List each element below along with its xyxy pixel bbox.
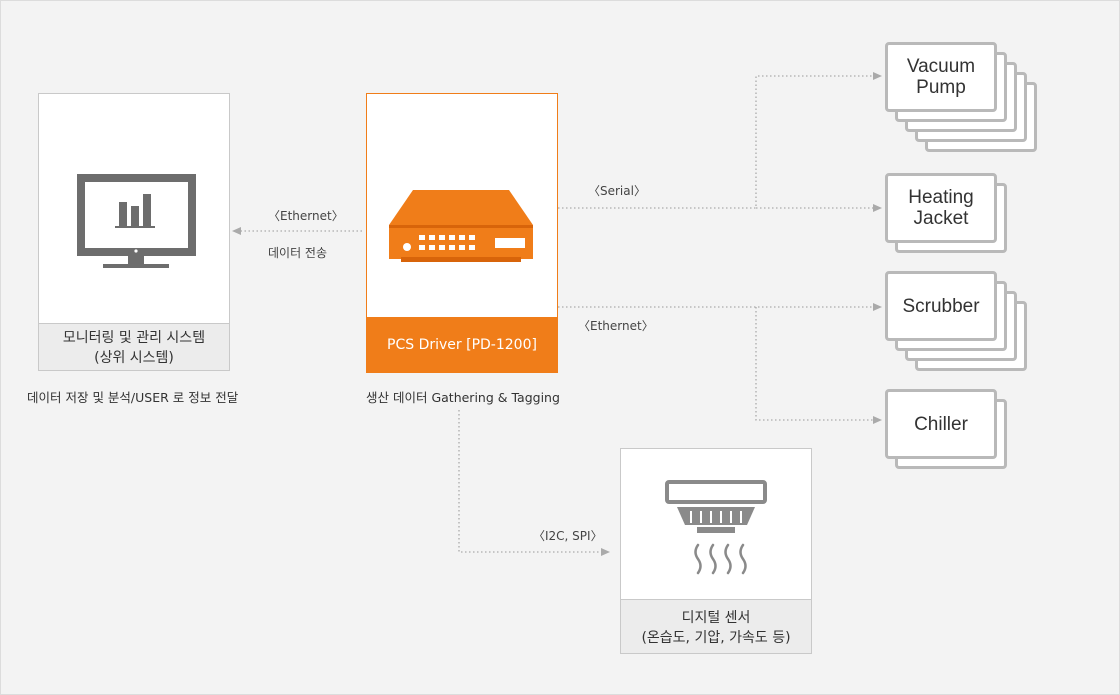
connector-to-vacuum-pump [558,75,874,209]
connector-to-sensor [458,410,602,553]
upper-system-caption: 모니터링 및 관리 시스템 (상위 시스템) [39,323,229,370]
arrowhead-heating [873,204,882,212]
upper-system-note: 데이터 저장 및 분석/USER 로 정보 전달 [27,390,239,405]
digital-sensor-subtitle: (온습도, 기압, 가속도 등) [641,629,791,646]
pcs-driver-card: PCS Driver [PD-1200] [366,93,558,373]
arrowhead-chiller [873,416,882,424]
heating-jacket-label-line2: Jacket [913,208,969,229]
arrowhead-scrubber [873,303,882,311]
chiller-box: Chiller [885,389,997,459]
network-device-icon [389,190,533,262]
vacuum-pump-box: Vacuum Pump [885,42,997,112]
pcs-driver-title: PCS Driver [PD-1200] [387,336,537,353]
arrowhead-vacuum [873,72,882,80]
upper-system-title: 모니터링 및 관리 시스템 [62,330,206,346]
scrubber-box: Scrubber [885,271,997,341]
heating-jacket-label-line1: Heating [908,187,974,208]
sensor-icon [665,480,767,575]
monitor-chart-icon [77,174,196,268]
upper-link-description-label: 데이터 전송 [268,246,328,260]
upper-link-protocol-label: 〈Ethernet〉 [268,209,344,223]
arrowhead-upper [232,227,241,235]
scrubber-label: Scrubber [902,295,980,317]
vacuum-pump-label-line2: Pump [916,77,966,98]
serial-link-label: 〈Serial〉 [588,184,646,198]
ethernet-link-label: 〈Ethernet〉 [578,319,654,333]
connector-to-chiller [755,307,874,421]
sensor-link-label: 〈I2C, SPI〉 [533,529,603,543]
digital-sensor-title: 디지털 센서 [681,609,751,626]
digital-sensor-card: 디지털 센서 (온습도, 기압, 가속도 등) [620,448,812,654]
arrowhead-sensor [601,548,610,556]
pcs-driver-note: 생산 데이터 Gathering & Tagging [366,390,560,405]
chiller-label: Chiller [914,413,968,435]
vacuum-pump-label-line1: Vacuum [906,56,976,77]
digital-sensor-caption: 디지털 센서 (온습도, 기압, 가속도 등) [621,599,811,653]
upper-system-subtitle: (상위 시스템) [94,350,174,366]
pcs-driver-caption: PCS Driver [PD-1200] [367,317,557,372]
heating-jacket-box: Heating Jacket [885,173,997,243]
upper-system-card: 모니터링 및 관리 시스템 (상위 시스템) [38,93,230,371]
